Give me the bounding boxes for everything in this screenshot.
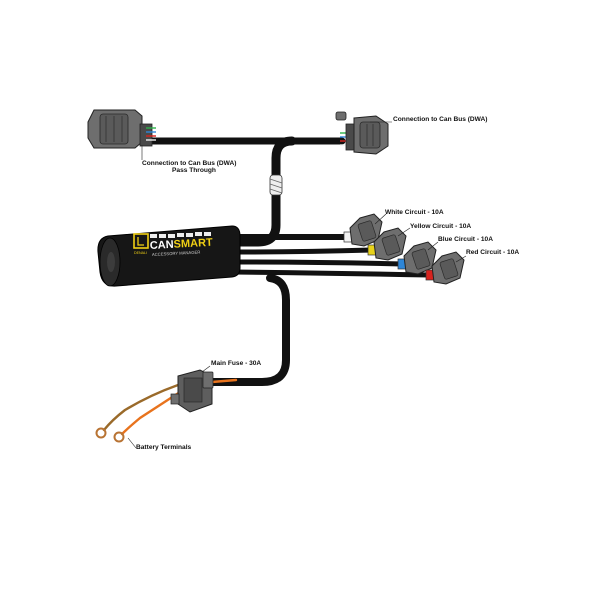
fuse-icon bbox=[202, 371, 214, 389]
can-bus-connector bbox=[335, 111, 389, 155]
brown-lead bbox=[102, 383, 180, 432]
label-battery-terminals: Battery Terminals bbox=[136, 444, 192, 451]
label-blue-circuit: Blue Circuit - 10A bbox=[438, 236, 493, 243]
trunk-cable bbox=[220, 136, 297, 247]
brand-name: CANSMART bbox=[150, 237, 214, 252]
cables bbox=[146, 136, 433, 386]
label-can-bus: Connection to Can Bus (DWA) bbox=[393, 116, 488, 123]
ring-terminal-icon bbox=[95, 427, 107, 439]
label-can-bus-pass-through-line1: Connection to Can Bus (DWA) bbox=[142, 160, 237, 167]
yellow-circuit-connector bbox=[367, 227, 407, 261]
ring-terminal-icon bbox=[113, 431, 125, 443]
can-bus-pass-through-connector bbox=[87, 109, 156, 149]
logo-small: DENALI bbox=[134, 251, 147, 255]
leader-lines bbox=[127, 121, 467, 449]
label-can-bus-pass-through-line2: Pass Through bbox=[172, 167, 216, 174]
main-fuse-holder bbox=[170, 369, 214, 413]
yellow-circuit-cable bbox=[229, 247, 375, 255]
brand-logo-icon bbox=[133, 233, 149, 249]
label-white-circuit: White Circuit - 10A bbox=[385, 209, 444, 216]
white-circuit-connector bbox=[343, 213, 383, 247]
labels: Connection to Can Bus (DWA) Connection t… bbox=[136, 116, 519, 451]
cansmart-module: CANSMART ACCESSORY MANAGER DENALI bbox=[97, 225, 241, 287]
red-circuit-connector bbox=[425, 251, 465, 285]
blue-circuit-cable bbox=[231, 259, 405, 267]
battery-terminal-rings bbox=[95, 427, 125, 443]
red-circuit-cable bbox=[231, 269, 433, 278]
orange-lead bbox=[120, 378, 238, 436]
label-yellow-circuit: Yellow Circuit - 10A bbox=[410, 223, 471, 230]
label-red-circuit: Red Circuit - 10A bbox=[466, 249, 519, 256]
led-indicator-bars bbox=[150, 232, 211, 238]
power-cable bbox=[208, 274, 290, 386]
cable-clip bbox=[269, 174, 283, 196]
label-main-fuse: Main Fuse - 30A bbox=[211, 360, 261, 367]
brand-subtitle: ACCESSORY MANAGER bbox=[152, 249, 201, 257]
battery-leads bbox=[102, 378, 238, 436]
